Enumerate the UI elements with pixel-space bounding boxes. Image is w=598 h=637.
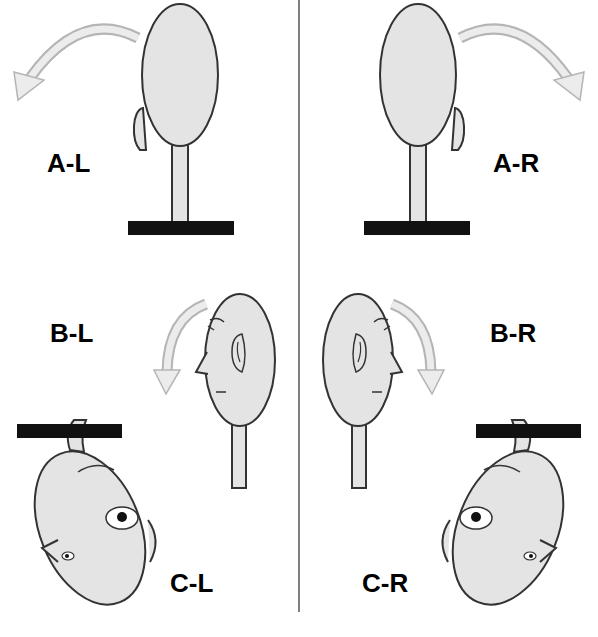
drawing-stroke xyxy=(167,304,206,372)
drawing-stroke xyxy=(30,29,138,78)
divider-line xyxy=(298,0,300,612)
right-half xyxy=(323,4,584,621)
drawing-stroke xyxy=(172,140,188,222)
position-label: A-R xyxy=(493,150,539,176)
drawing-stroke xyxy=(208,326,214,330)
drawing-stroke xyxy=(62,552,74,560)
drawing-stroke xyxy=(205,294,275,426)
position-label: B-L xyxy=(50,320,93,346)
drawing-stroke xyxy=(14,72,44,100)
position-label: C-R xyxy=(362,570,408,596)
drawing-stroke xyxy=(216,391,226,393)
left-half xyxy=(14,4,275,621)
drawing-stroke xyxy=(154,370,180,394)
rotation-arrow xyxy=(14,29,138,100)
position-label: C-L xyxy=(170,570,213,596)
drawing-stroke xyxy=(128,221,234,235)
drawing-stroke xyxy=(65,554,69,558)
drawing-stroke xyxy=(14,435,167,621)
drawing-stroke xyxy=(106,507,138,529)
drawing-stroke xyxy=(117,512,127,522)
drawing-stroke xyxy=(196,352,208,374)
position-label: A-L xyxy=(47,150,90,176)
position-label: B-R xyxy=(490,320,536,346)
drawing-stroke xyxy=(142,4,218,146)
head-back-view xyxy=(128,4,234,235)
head-side-view xyxy=(196,294,275,488)
drawing-stroke xyxy=(17,424,122,438)
head-hanging-view xyxy=(14,420,167,621)
drawing-stroke xyxy=(210,318,224,322)
drawing-stroke xyxy=(232,334,245,372)
drawing-stroke xyxy=(148,520,156,562)
drawing-stroke xyxy=(42,540,58,562)
drawing-stroke xyxy=(167,304,206,372)
drawing-stroke xyxy=(134,108,146,150)
drawing-stroke xyxy=(30,29,138,78)
drawing-stroke xyxy=(237,342,240,362)
drawing-stroke xyxy=(78,465,114,472)
rotation-arrow xyxy=(154,304,206,394)
